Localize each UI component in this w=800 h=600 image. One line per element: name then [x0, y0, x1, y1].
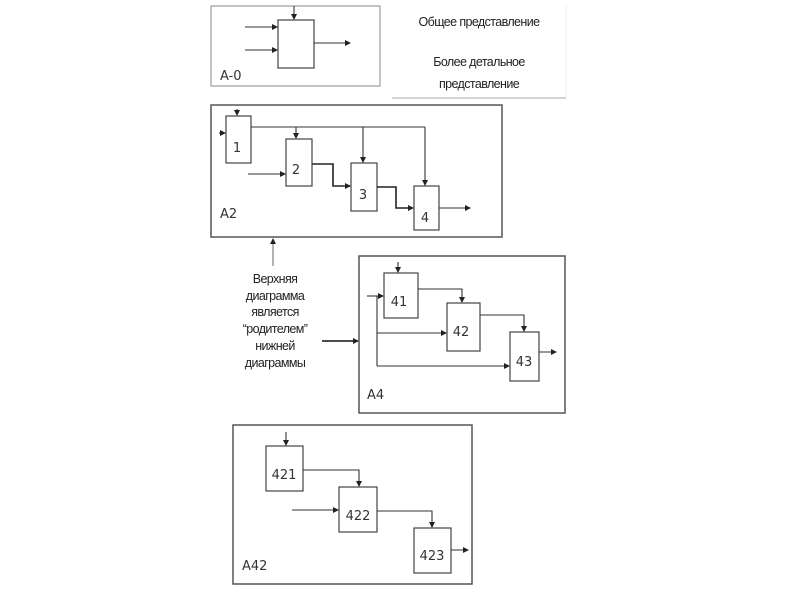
a4-arrow-41-to-42: [418, 288, 465, 303]
a2-arrow-3-to-4: [377, 186, 414, 211]
caption-line-2: диаграмма: [246, 289, 305, 303]
diagram-a0: A-0: [210, 5, 381, 87]
a2-box-4-label: 4: [421, 211, 429, 226]
a42-box-422: [338, 486, 378, 533]
diagram-a42-frame: [232, 424, 473, 585]
a42-box-421: [265, 445, 304, 492]
legend-box: Общее представление Более детальное пред…: [392, 6, 567, 99]
a2-box-3-label: 3: [359, 188, 367, 203]
a2-box-1-label: 1: [233, 141, 241, 156]
a2-box-2-label: 2: [292, 163, 300, 178]
caption-line-4: “родителем”: [243, 322, 308, 336]
diagram-a4: 41 42 43 A4: [358, 255, 566, 414]
diagram-a2-label: A2: [220, 207, 237, 222]
detailed-view-label-line2: представление: [439, 77, 520, 91]
a2-arrow-2-to-3: [312, 163, 351, 189]
a4-box-42-label: 42: [453, 325, 470, 340]
a0-function-box: [277, 19, 315, 69]
a4-box-42: [446, 302, 481, 352]
a4-box-43: [509, 331, 540, 382]
general-view-label: Общее представление: [419, 15, 541, 29]
a42-box-423: [413, 527, 452, 574]
a2-box-2: [285, 138, 313, 187]
a42-box-423-label: 423: [420, 549, 445, 564]
a42-box-421-label: 421: [272, 468, 297, 483]
diagram-a2-frame: [210, 104, 503, 238]
diagram-a4-label: A4: [367, 388, 384, 403]
a2-box-1: [225, 115, 252, 164]
a42-arrow-422-to-423: [377, 510, 435, 528]
a42-box-422-label: 422: [346, 509, 371, 524]
a2-box-4: [413, 185, 440, 231]
diagram-a2: 1 2 3 4 A2: [210, 104, 503, 238]
parent-caption: Верхняя диаграмма является “родителем” н…: [243, 238, 359, 370]
diagram-a4-frame: [358, 255, 566, 414]
detailed-view-label-line1: Более детальное: [433, 55, 525, 69]
caption-line-5: нижней: [255, 339, 295, 353]
caption-line-6: диаграммы: [245, 356, 306, 370]
a4-box-43-label: 43: [516, 355, 533, 370]
diagram-a42-label: A42: [242, 559, 267, 574]
a4-box-41: [383, 272, 419, 319]
diagram-a0-label: A-0: [220, 69, 242, 84]
a42-arrow-421-to-422: [303, 469, 362, 487]
caption-line-3: является: [251, 305, 299, 319]
a4-arrow-42-to-43: [480, 314, 527, 332]
a2-box-3: [350, 162, 378, 212]
diagram-a0-frame: [210, 5, 381, 87]
diagram-a42: 421 422 423 A42: [232, 424, 473, 585]
caption-line-1: Верхняя: [253, 272, 298, 286]
a4-box-41-label: 41: [391, 295, 408, 310]
